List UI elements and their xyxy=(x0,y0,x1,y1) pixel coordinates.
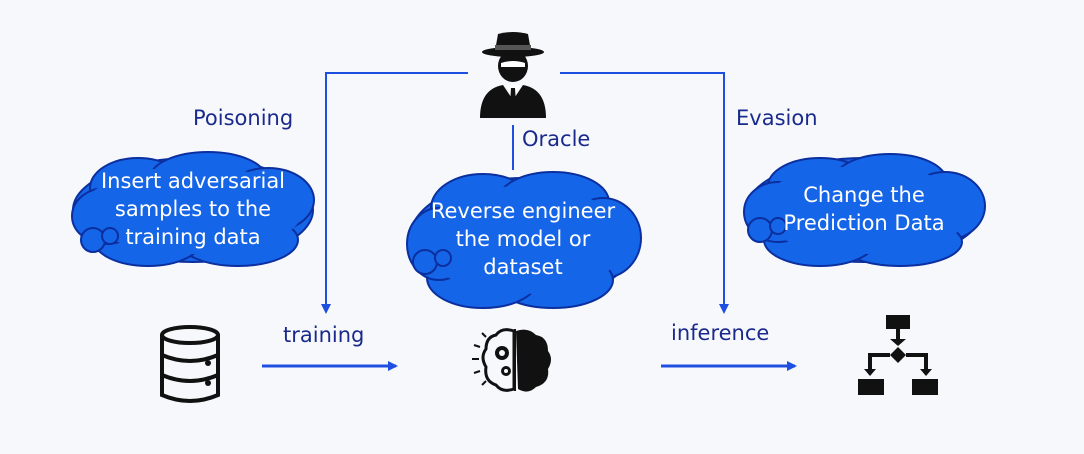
training-label: training xyxy=(283,323,365,347)
poisoning-label: Poisoning xyxy=(193,106,294,130)
cloud-shape xyxy=(406,171,642,309)
brain-gears-icon xyxy=(472,328,551,392)
cloud-line: the model or xyxy=(455,227,591,251)
cloud-line: Change the xyxy=(803,183,925,207)
cloud-shape xyxy=(743,153,986,267)
cloud-line: samples to the xyxy=(114,197,272,221)
evasion-cloud: Change the Prediction Data xyxy=(740,150,988,268)
cloud-line: Insert adversarial xyxy=(100,169,286,193)
cloud-line: Reverse engineer xyxy=(430,199,616,223)
database-icon xyxy=(160,325,220,403)
evasion-arrow xyxy=(560,72,729,314)
evasion-label: Evasion xyxy=(736,106,818,130)
poisoning-arrow xyxy=(321,72,468,314)
cloud-line: Prediction Data xyxy=(783,211,945,235)
flowchart-icon xyxy=(858,315,938,395)
poisoning-cloud: Insert adversarial samples to the traini… xyxy=(68,150,318,268)
cloud-line: dataset xyxy=(483,255,563,279)
poisoning-cloud-text: Insert adversarial samples to the traini… xyxy=(101,167,285,251)
cloud-line: training data xyxy=(125,225,261,249)
evasion-cloud-text: Change the Prediction Data xyxy=(783,181,944,237)
oracle-cloud: Reverse engineer the model or dataset xyxy=(403,168,643,310)
cloud-shape xyxy=(71,151,315,267)
oracle-label: Oracle xyxy=(522,127,591,151)
inference-label: inference xyxy=(671,321,770,345)
attacker-icon xyxy=(480,32,546,118)
oracle-cloud-text: Reverse engineer the model or dataset xyxy=(431,197,615,281)
